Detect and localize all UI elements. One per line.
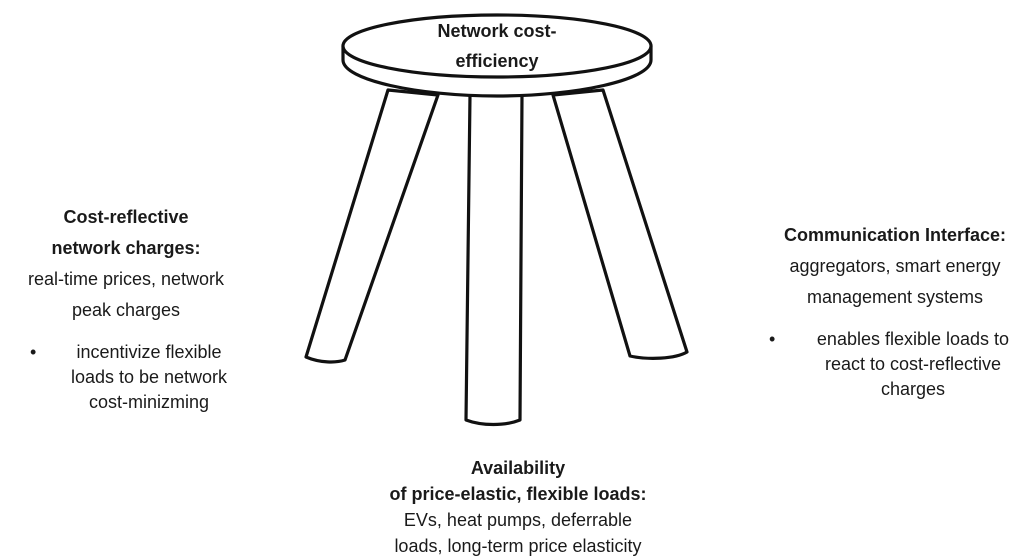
stool-leg-left bbox=[304, 88, 440, 364]
right-leg-description: Communication Interface: aggregators, sm… bbox=[755, 220, 1035, 402]
right-heading: Communication Interface: bbox=[783, 225, 1007, 245]
stool-leg-right bbox=[551, 88, 689, 360]
bullet-dot-icon: • bbox=[769, 329, 776, 349]
left-bullet-line1: incentivize flexible bbox=[76, 342, 222, 362]
bottom-text-line1: EVs, heat pumps, deferrable bbox=[403, 510, 633, 530]
left-heading-line1: Cost-reflective bbox=[63, 207, 189, 227]
left-text-line2: peak charges bbox=[71, 300, 181, 320]
bottom-heading-line2: of price-elastic, flexible loads: bbox=[389, 484, 647, 504]
middle-leg-description: Availability of price-elastic, flexible … bbox=[318, 455, 718, 559]
stool-seat-label: Network cost- efficiency bbox=[402, 16, 592, 76]
right-bullet-line2: react to cost-reflective bbox=[824, 354, 1002, 374]
left-bullet-line2: loads to be network bbox=[70, 367, 228, 387]
right-text-line2: management systems bbox=[806, 287, 984, 307]
left-text-line1: real-time prices, network bbox=[27, 269, 225, 289]
left-heading-line2: network charges: bbox=[51, 238, 201, 258]
right-text-line1: aggregators, smart energy bbox=[789, 256, 1001, 276]
bottom-heading-line1: Availability bbox=[470, 458, 566, 478]
seat-title-line1: Network cost- bbox=[437, 21, 557, 41]
seat-title-line2: efficiency bbox=[455, 51, 539, 71]
right-bullet-item: • enables flexible loads to react to cos… bbox=[755, 327, 1035, 402]
stool-seat-top bbox=[341, 13, 653, 79]
stool-leg-middle bbox=[464, 93, 524, 427]
right-bullet-line1: enables flexible loads to bbox=[816, 329, 1010, 349]
left-bullet-line3: cost-minizming bbox=[88, 392, 210, 412]
left-bullet-item: • incentivize flexible loads to be netwo… bbox=[0, 340, 252, 415]
left-leg-description: Cost-reflective network charges: real-ti… bbox=[0, 202, 252, 415]
bullet-dot-icon: • bbox=[30, 342, 37, 362]
bottom-text-line2: loads, long-term price elasticity bbox=[394, 536, 642, 556]
right-bullet-line3: charges bbox=[880, 379, 946, 399]
